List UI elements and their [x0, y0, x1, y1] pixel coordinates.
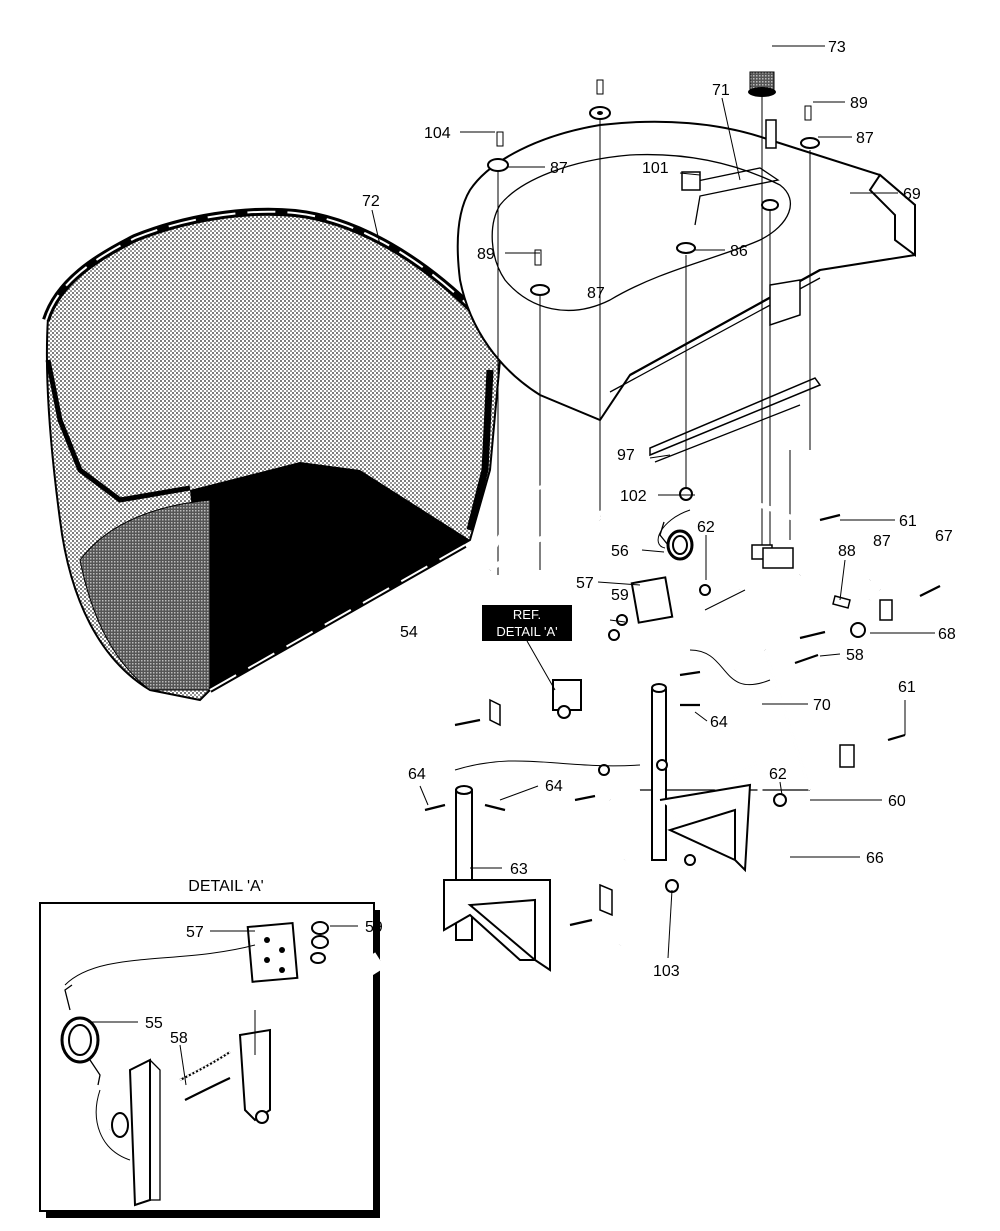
callout-66: 66	[866, 850, 884, 867]
callout-89: 89	[477, 246, 495, 263]
callout-104: 104	[424, 125, 451, 142]
callout-59: 59	[365, 919, 383, 936]
callout-55: 55	[145, 1015, 163, 1032]
grass-bag-part	[42, 207, 502, 702]
callout-62: 62	[697, 519, 715, 536]
callout-101: 101	[642, 160, 669, 177]
callout-87: 87	[873, 533, 891, 550]
callout-87: 87	[550, 160, 568, 177]
ref-detail-tag: REF. DETAIL 'A'	[482, 605, 572, 691]
ref-tag-line1: REF.	[513, 607, 541, 622]
callout-62: 62	[769, 766, 787, 783]
callout-57: 57	[186, 924, 204, 941]
callout-64: 64	[408, 766, 426, 783]
spring-part	[659, 521, 694, 561]
callout-69: 69	[903, 186, 921, 203]
callout-88: 88	[838, 543, 856, 560]
callout-103: 103	[653, 963, 680, 980]
callout-102: 102	[620, 488, 647, 505]
callout-72: 72	[362, 193, 380, 210]
callout-56: 56	[611, 543, 629, 560]
callout-58: 58	[170, 1030, 188, 1047]
callout-64: 64	[710, 714, 728, 731]
lid-hardware	[487, 71, 820, 296]
callout-71: 71	[712, 82, 730, 99]
fasteners	[424, 487, 941, 927]
callout-87: 87	[587, 285, 605, 302]
callout-70: 70	[813, 697, 831, 714]
pivot-rod-part	[552, 572, 802, 711]
callout-labels: 73 71 89 104 87 87 101 72 69 89 86 87 97…	[145, 39, 956, 1047]
callout-63: 63	[510, 861, 528, 878]
callout-89: 89	[850, 95, 868, 112]
callout-60: 60	[888, 793, 906, 810]
callout-68: 68	[938, 626, 956, 643]
callout-73: 73	[828, 39, 846, 56]
callout-57: 57	[576, 575, 594, 592]
callout-58: 58	[846, 647, 864, 664]
callout-61: 61	[898, 679, 916, 696]
callout-87: 87	[856, 130, 874, 147]
callout-86: 86	[730, 243, 748, 260]
callout-64: 64	[545, 778, 563, 795]
callout-67: 67	[935, 528, 953, 545]
callout-54: 54	[400, 624, 418, 641]
callout-61: 61	[899, 513, 917, 530]
callout-leaders	[88, 45, 935, 1086]
callout-59: 59	[611, 587, 629, 604]
bracket-support-part	[443, 683, 752, 972]
assembly-leader-lines	[497, 95, 811, 575]
detail-a-inset: DETAIL 'A'	[39, 878, 385, 1218]
detail-a-title: DETAIL 'A'	[188, 878, 263, 895]
callout-97: 97	[617, 447, 635, 464]
routing-lines	[454, 509, 771, 771]
ref-tag-line2: DETAIL 'A'	[496, 624, 557, 639]
